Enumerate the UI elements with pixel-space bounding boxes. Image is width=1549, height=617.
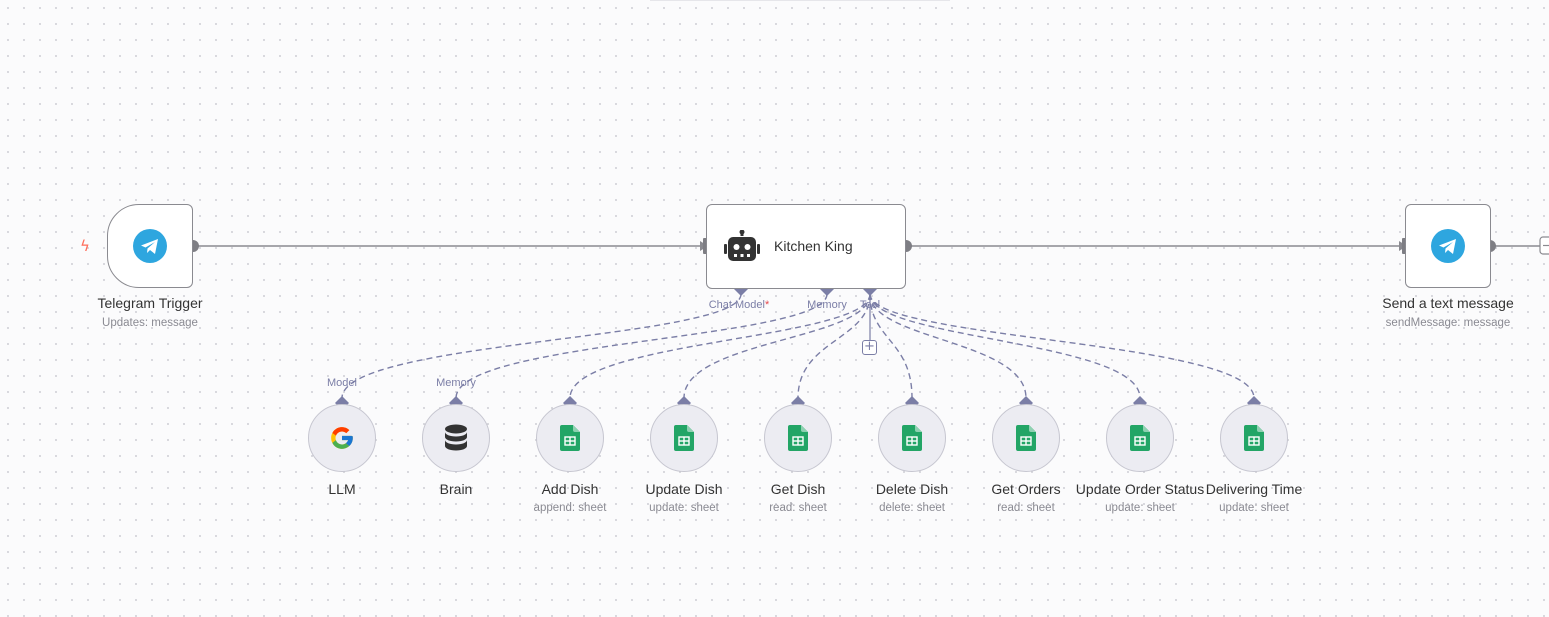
brain-title: Brain <box>439 481 473 497</box>
telegram-icon <box>1431 229 1465 263</box>
agent-title: Kitchen King <box>774 238 853 254</box>
telegram-trigger-subtitle: Updates: message <box>102 317 198 329</box>
database-icon <box>445 424 467 451</box>
required-marker: * <box>764 299 770 311</box>
add-dish-title: Add Dish <box>541 481 599 497</box>
wire-tool-to-delete-dish[interactable] <box>869 293 913 399</box>
send-message-title: Send a text message <box>1382 295 1514 311</box>
wire-tool-to-delivering-time[interactable] <box>869 293 1255 399</box>
wire-tool-to-get-dish[interactable] <box>797 293 871 399</box>
google-sheets-icon <box>560 425 580 451</box>
brain-port-label: Memory <box>436 377 476 389</box>
llm-port-label: Model <box>327 377 357 389</box>
update-order-status-title: Update Order Status <box>1075 481 1205 497</box>
google-sheets-icon <box>902 425 922 451</box>
telegram-icon <box>133 229 167 263</box>
google-sheets-icon <box>1016 425 1036 451</box>
delete-dish-subtitle: delete: sheet <box>879 502 945 514</box>
google-sheets-icon <box>1244 425 1264 451</box>
update-dish-node[interactable] <box>650 404 718 472</box>
delivering-time-subtitle: update: sheet <box>1219 502 1289 514</box>
get-orders-title: Get Orders <box>991 481 1061 497</box>
kitchen-king-agent-node[interactable] <box>706 204 906 289</box>
trigger-bolt-icon: ϟ <box>80 237 90 255</box>
wire-tool-to-update-dish[interactable] <box>683 293 871 399</box>
top-edge-line <box>650 0 950 1</box>
update-dish-title: Update Dish <box>645 481 723 497</box>
google-sheets-icon <box>674 425 694 451</box>
wire-tool-to-add-dish[interactable] <box>569 293 871 399</box>
google-sheets-icon <box>788 425 808 451</box>
update-order-status-node[interactable] <box>1106 404 1174 472</box>
google-icon <box>331 427 353 449</box>
google-sheets-icon <box>1130 425 1150 451</box>
robot-icon <box>724 230 760 261</box>
chat-model-port-label: Chat Model* <box>708 299 770 311</box>
get-dish-node[interactable] <box>764 404 832 472</box>
llm-node[interactable] <box>308 404 376 472</box>
wire-memory-to-brain[interactable] <box>455 293 828 399</box>
update-order-status-subtitle: update: sheet <box>1105 502 1175 514</box>
delivering-time-title: Delivering Time <box>1205 481 1303 497</box>
add-tool-button[interactable]: + <box>862 340 877 355</box>
delete-dish-node[interactable] <box>878 404 946 472</box>
get-dish-title: Get Dish <box>770 481 826 497</box>
telegram-trigger-node[interactable] <box>107 204 193 288</box>
memory-port-label: Memory <box>807 299 847 311</box>
get-orders-subtitle: read: sheet <box>997 502 1055 514</box>
wire-tool-to-update-order-status[interactable] <box>869 293 1141 399</box>
add-dish-node[interactable] <box>536 404 604 472</box>
send-message-subtitle: sendMessage: message <box>1385 317 1511 329</box>
brain-node[interactable] <box>422 404 490 472</box>
get-orders-node[interactable] <box>992 404 1060 472</box>
update-dish-subtitle: update: sheet <box>649 502 719 514</box>
delivering-time-node[interactable] <box>1220 404 1288 472</box>
wire-model-to-llm[interactable] <box>341 293 742 399</box>
send-text-message-node[interactable] <box>1405 204 1491 288</box>
delete-dish-title: Delete Dish <box>875 481 949 497</box>
llm-title: LLM <box>328 481 356 497</box>
tool-port-label: Tool <box>859 299 881 311</box>
telegram-trigger-title: Telegram Trigger <box>97 295 203 311</box>
add-dish-subtitle: append: sheet <box>533 502 607 514</box>
wire-tool-to-get-orders[interactable] <box>869 293 1027 399</box>
get-dish-subtitle: read: sheet <box>769 502 827 514</box>
